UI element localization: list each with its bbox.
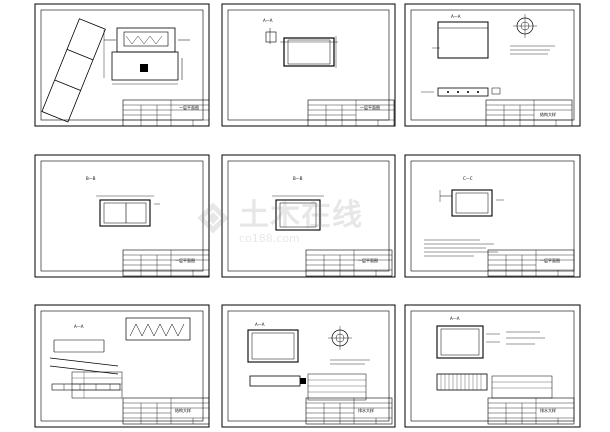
sheet-1-title: 一层平面图 xyxy=(179,104,199,110)
sheet-5-title: 一层平面图 xyxy=(358,257,378,263)
sheet-9-section-label: A—A xyxy=(450,316,460,321)
sheet-2: A—A 一层平面图 xyxy=(221,3,396,127)
sheet-4-drawing xyxy=(96,195,160,227)
sheet-5-section-label: B—B xyxy=(293,176,303,181)
sheet-6-title: 一层平面图 xyxy=(540,257,560,263)
sheet-9: A—A 排水大样 xyxy=(404,304,581,428)
sheet-8: A—A 排水大样 xyxy=(221,304,396,428)
sheet-8-section-label: A—A xyxy=(255,322,265,327)
sheet-7: A—A 结构大样 xyxy=(34,304,210,428)
sheet-2-section-label: A—A xyxy=(263,18,273,23)
sheet-6: C—C 一层平面图 xyxy=(404,154,581,278)
sheet-1-drawing xyxy=(41,18,190,123)
sheet-4: B—B 一层平面图 xyxy=(34,154,210,278)
sheet-9-title: 排水大样 xyxy=(540,407,556,413)
sheet-7-section-label: A—A xyxy=(74,324,84,329)
sheet-2-drawing xyxy=(265,28,338,68)
sheet-9-drawing xyxy=(436,325,553,399)
sheet-1: 一层平面图 xyxy=(34,3,210,127)
sheet-6-drawing xyxy=(424,189,504,257)
sheet-7-drawing xyxy=(49,317,191,399)
sheet-3-title: 结构大样 xyxy=(540,111,556,117)
sheet-2-title: 一层平面图 xyxy=(360,104,380,110)
sheet-3: A—A 结构大样 xyxy=(404,3,581,127)
sheet-8-title: 排水大样 xyxy=(358,407,374,413)
sheet-7-title: 结构大样 xyxy=(175,407,191,413)
sheet-4-title: 一层平面图 xyxy=(175,257,195,263)
sheet-4-section-label: B—B xyxy=(86,176,96,181)
sheet-6-section-label: C—C xyxy=(463,176,473,181)
sheet-3-drawing xyxy=(421,14,555,97)
sheet-5: B—B 一层平面图 xyxy=(221,154,396,278)
sheet-8-drawing xyxy=(247,326,370,401)
sheet-5-drawing xyxy=(272,195,324,231)
sheet-3-section-label: A—A xyxy=(451,14,461,19)
